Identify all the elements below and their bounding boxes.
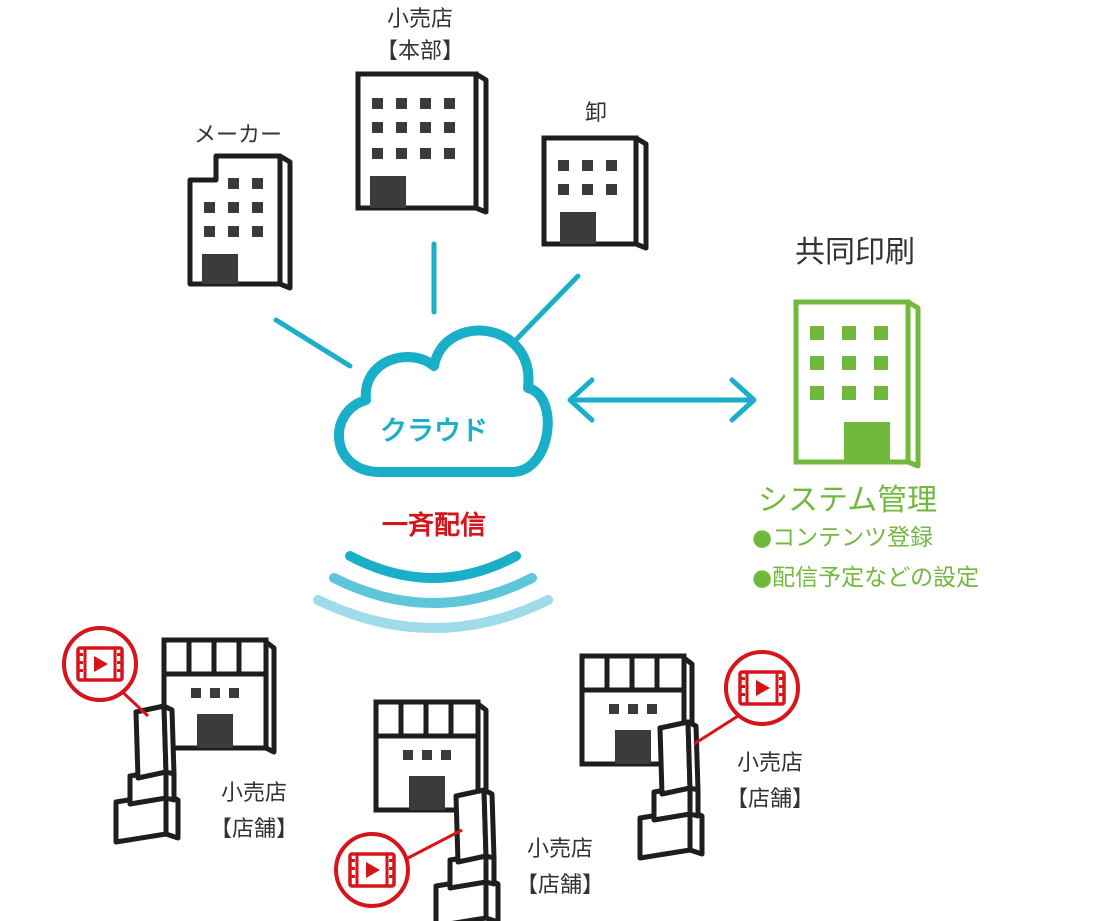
store-2: 小売店 【店舗】 (334, 702, 604, 921)
store-1-label-line2: 【店舗】 (210, 817, 298, 842)
system-item-2: ●配信予定などの設定 (752, 565, 979, 591)
store-3: 小売店 【店舗】 (582, 650, 814, 858)
wholesale-label: 卸 (585, 101, 607, 126)
store-2-label-line2: 【店舗】 (516, 873, 604, 898)
broadcast-label: 一斉配信 (382, 510, 486, 541)
wholesale-building-icon (541, 135, 649, 251)
store-2-label-line1: 小売店 (527, 837, 593, 862)
store-1-signage-icon (116, 706, 178, 842)
store-1-label-line1: 小売店 (221, 781, 287, 806)
store-1: 小売店 【店舗】 (62, 626, 298, 842)
store-2-video-icon (334, 832, 410, 908)
cloud-label: クラウド (380, 416, 488, 447)
printer-building-icon (793, 299, 921, 469)
hq-building-icon (355, 71, 489, 215)
store-3-label-line2: 【店舗】 (726, 787, 814, 812)
store-1-video-icon (62, 626, 138, 702)
hq-label-line1: 小売店 (387, 7, 453, 32)
maker-label: メーカー (194, 123, 282, 148)
bidirectional-arrow (567, 377, 757, 423)
maker-building-icon (187, 153, 293, 291)
store-3-video-icon (724, 650, 800, 726)
line-wholesale (507, 273, 581, 349)
system-item-1: ●コンテンツ登録 (752, 525, 933, 551)
printer-label: 共同印刷 (795, 235, 915, 270)
store-3-label-line1: 小売店 (737, 751, 803, 776)
line-maker (273, 317, 353, 369)
hq-label-line2: 【本部】 (376, 39, 464, 64)
broadcast-waves (313, 551, 553, 633)
system-title: システム管理 (758, 483, 937, 518)
connection-lines (273, 241, 581, 369)
store-1-building-icon (164, 640, 274, 752)
cloud: クラウド (333, 325, 553, 477)
